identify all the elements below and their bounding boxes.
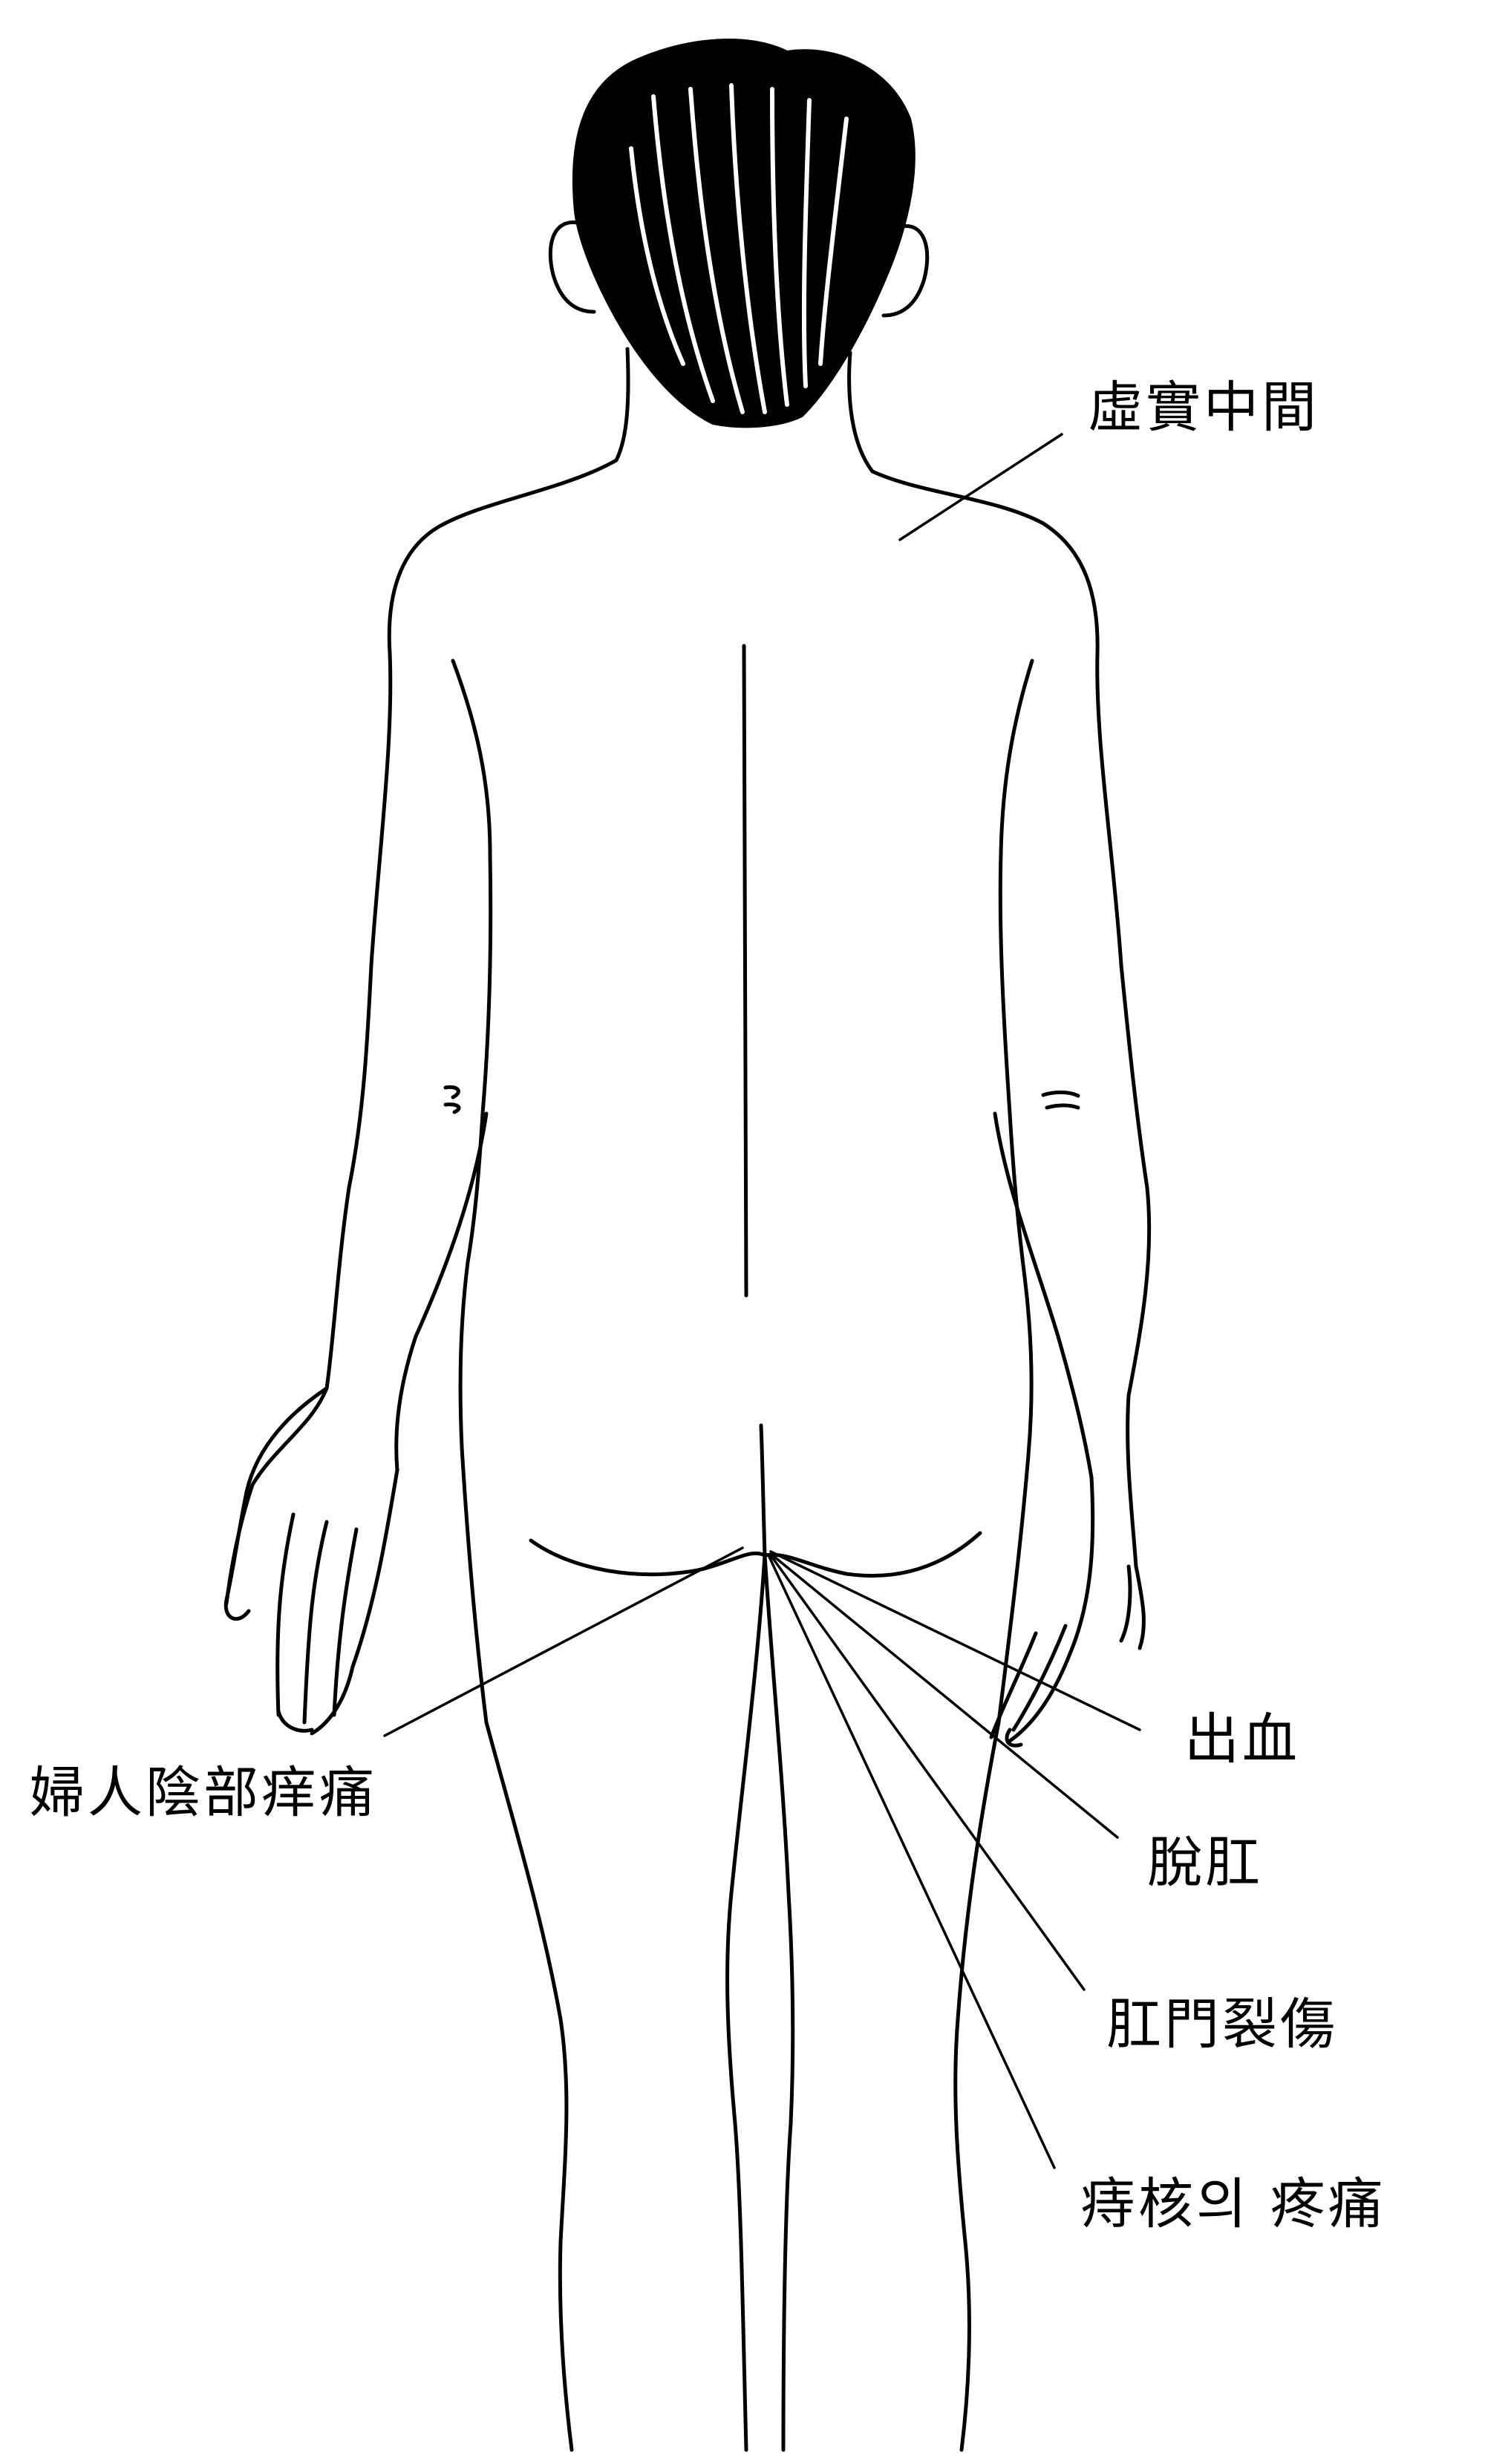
left-elbow-mark xyxy=(443,1085,461,1114)
left-ear xyxy=(548,220,596,314)
right-leg-inner xyxy=(763,1553,795,2452)
label-bleeding: 出血 xyxy=(1184,1708,1300,1771)
right-ear xyxy=(881,224,930,318)
leader-bleeding xyxy=(769,1550,1141,1731)
leader-female-genital-itch xyxy=(383,1546,744,1737)
neck-right xyxy=(847,350,875,474)
legs xyxy=(484,1553,1001,2452)
label-hemorrhoid-pain: 痔核의 疼痛 xyxy=(1080,2172,1386,2236)
leader-prolapse xyxy=(769,1552,1119,1839)
right-buttock-crease xyxy=(763,1531,982,1578)
right-hand xyxy=(989,1475,1132,1748)
label-shoulder: 虛實中間 xyxy=(1088,376,1319,439)
right-shoulder-arm-outer xyxy=(870,469,1152,1650)
left-leg-outer xyxy=(484,1720,574,2452)
label-anal-fissure: 肛門裂傷 xyxy=(1106,1993,1338,2056)
right-elbow-mark xyxy=(1041,1090,1080,1110)
head xyxy=(548,39,930,428)
leader-lines xyxy=(383,433,1141,2169)
left-hand xyxy=(223,1386,399,1736)
hair-streaks xyxy=(629,83,849,414)
label-female-genital-itch: 婦人陰部痒痛 xyxy=(30,1761,377,1825)
gluteal-cleft xyxy=(759,1423,767,1558)
left-shoulder-arm-outer xyxy=(224,458,619,1606)
left-leg-inner xyxy=(725,1553,767,2452)
spine-line xyxy=(742,644,748,1298)
leader-hemorrhoid-pain xyxy=(768,1555,1056,2169)
left-inner-arm xyxy=(394,1111,489,1472)
right-torso-side xyxy=(996,659,1034,1725)
leader-anal-fissure xyxy=(769,1554,1086,1991)
left-buttock-crease xyxy=(529,1538,767,1577)
leader-shoulder xyxy=(898,433,1063,541)
right-inner-arm xyxy=(993,1111,1094,1480)
hair xyxy=(572,39,916,428)
label-prolapse: 脫肛 xyxy=(1147,1831,1263,1895)
left-torso-side xyxy=(451,659,493,1725)
right-leg-outer xyxy=(953,1720,1001,2452)
neck-left xyxy=(614,347,630,463)
torso-outline xyxy=(224,347,1152,1725)
